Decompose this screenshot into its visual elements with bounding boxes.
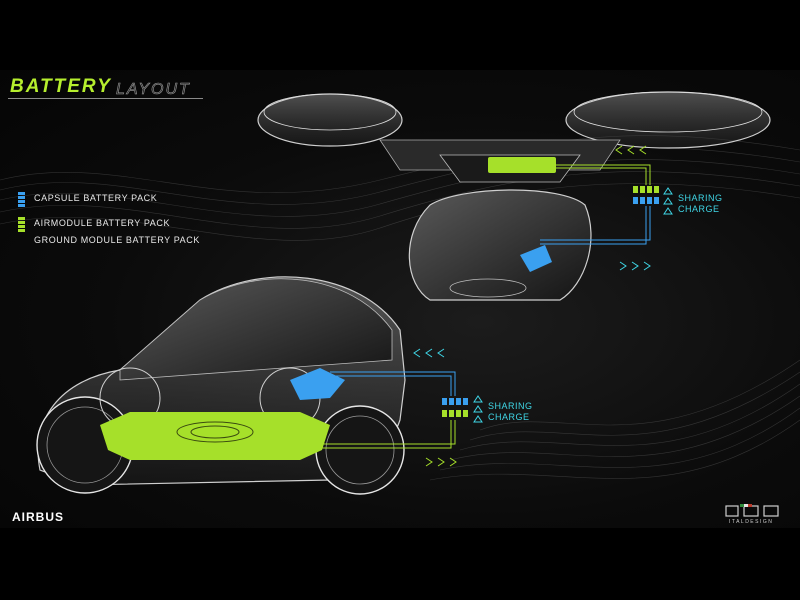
legend-label-capsule: CAPSULE BATTERY PACK bbox=[34, 193, 158, 203]
airmodule-battery-pack bbox=[488, 157, 556, 173]
italdesign-logo-icon bbox=[725, 504, 779, 517]
green-battery-swatch-icon bbox=[18, 217, 25, 233]
lower-battery-bars bbox=[442, 398, 468, 417]
upper-connectors bbox=[540, 145, 651, 271]
lower-connectors bbox=[320, 348, 457, 467]
lower-sharing-arrows bbox=[473, 395, 483, 423]
lower-charge-text: CHARGE bbox=[488, 412, 530, 422]
upper-sharing-arrows bbox=[663, 187, 673, 215]
air-module bbox=[257, 91, 771, 183]
page-title: BATTERY LAYOUT bbox=[8, 76, 348, 100]
italdesign-wordmark: ITALDESIGN bbox=[729, 519, 774, 525]
upper-battery-bars bbox=[633, 186, 659, 204]
ground-vehicle bbox=[36, 276, 406, 495]
blue-battery-swatch-icon bbox=[18, 192, 25, 208]
upper-sharing-text: SHARING bbox=[678, 193, 723, 203]
title-word-layout: LAYOUT bbox=[116, 81, 191, 99]
lower-sharing-charge-label: SHARING CHARGE bbox=[488, 401, 533, 423]
title-word-battery: BATTERY bbox=[10, 76, 112, 97]
ground-module-battery-pack bbox=[100, 412, 330, 460]
title-underline bbox=[8, 98, 203, 99]
legend-label-ground: GROUND MODULE BATTERY PACK bbox=[34, 235, 200, 245]
legend-label-airmodule: AIRMODULE BATTERY PACK bbox=[34, 218, 171, 228]
capsule-battery-pack-upper bbox=[520, 245, 552, 272]
upper-charge-text: CHARGE bbox=[678, 204, 720, 214]
upper-sharing-charge-label: SHARING CHARGE bbox=[678, 193, 723, 215]
background-waves bbox=[0, 135, 800, 481]
lower-sharing-text: SHARING bbox=[488, 401, 533, 411]
upper-capsule bbox=[408, 189, 592, 301]
airbus-logo: AIRBUS bbox=[12, 510, 65, 524]
